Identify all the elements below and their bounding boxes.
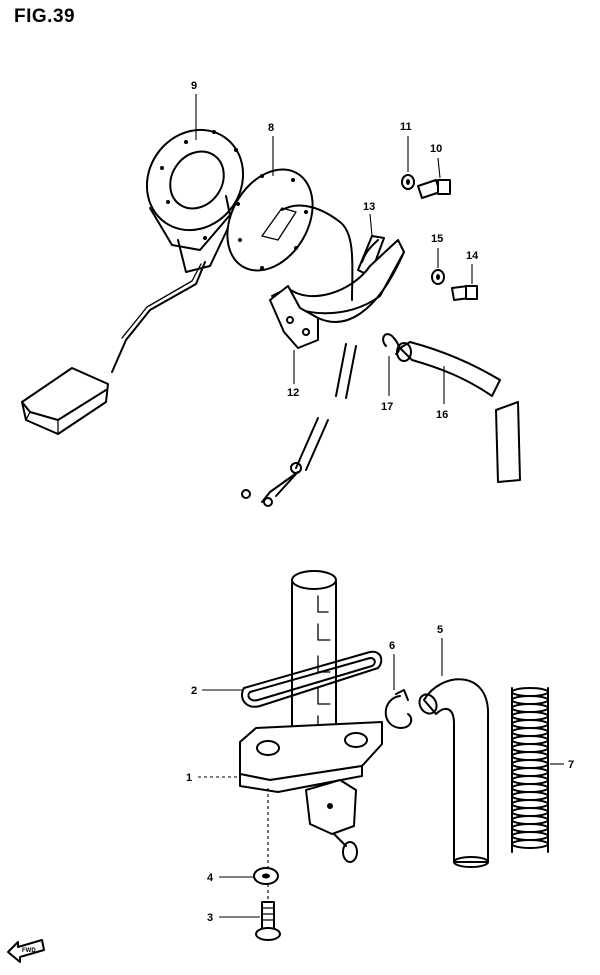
spring-coil [511, 759, 549, 769]
part-16-breather-hose [396, 341, 521, 483]
spring-coil [511, 735, 549, 745]
callouts: 9 8 11 10 13 15 14 12 17 16 5 6 [186, 80, 574, 924]
spring-coil [511, 823, 549, 833]
spring-coil [511, 775, 549, 785]
callout-2: 2 [191, 685, 197, 697]
spring-coil [511, 783, 549, 793]
part-9-fuel-level-gauge [21, 128, 245, 435]
callout-8: 8 [268, 122, 274, 134]
spring-coil [511, 831, 549, 841]
part-1-fuel-cock [239, 570, 383, 920]
spring-coil [511, 719, 549, 729]
spring-coil [511, 751, 549, 761]
front-mark-label: FWD [22, 948, 36, 954]
callout-9: 9 [191, 80, 197, 92]
part-8-gasket [226, 168, 341, 272]
callout-11: 11 [400, 121, 412, 133]
callout-12: 12 [287, 387, 299, 399]
part-4-washer [253, 867, 279, 885]
part-3-screw [255, 901, 281, 941]
part-5-fuel-hose [418, 678, 490, 868]
part-12-cover [241, 221, 405, 507]
part-10-bolt [417, 179, 451, 199]
callout-15: 15 [431, 233, 443, 245]
spring-coil [511, 767, 549, 777]
spring-coil [511, 799, 549, 809]
part-17-clip [382, 333, 400, 355]
part-15-washer [431, 269, 445, 285]
callout-3: 3 [207, 912, 213, 924]
spring-coil [511, 839, 549, 849]
callout-7: 7 [568, 759, 574, 771]
spring-coil [511, 807, 549, 817]
spring-coil [511, 727, 549, 737]
callout-16: 16 [436, 409, 448, 421]
callout-1: 1 [186, 772, 192, 784]
callout-5: 5 [437, 624, 443, 636]
part-7-spring [511, 687, 549, 853]
spring-coil [511, 695, 549, 705]
spring-coil [511, 711, 549, 721]
figure-title: FIG.39 [14, 6, 76, 27]
spring-coil [511, 815, 549, 825]
callout-17: 17 [381, 401, 393, 413]
spring-coil [511, 791, 549, 801]
part-2-o-ring [241, 650, 383, 708]
spring-coil [511, 703, 549, 713]
spring-coil [511, 687, 549, 697]
callout-14: 14 [466, 250, 479, 262]
callout-10: 10 [430, 143, 442, 155]
part-6-clip [384, 689, 413, 729]
callout-6: 6 [389, 640, 395, 652]
part-11-washer [401, 174, 415, 190]
callout-4: 4 [207, 872, 214, 884]
spring-coil [511, 743, 549, 753]
front-direction-mark: FWD [7, 939, 45, 963]
callout-13: 13 [363, 201, 375, 213]
part-14-bolt [451, 285, 478, 301]
